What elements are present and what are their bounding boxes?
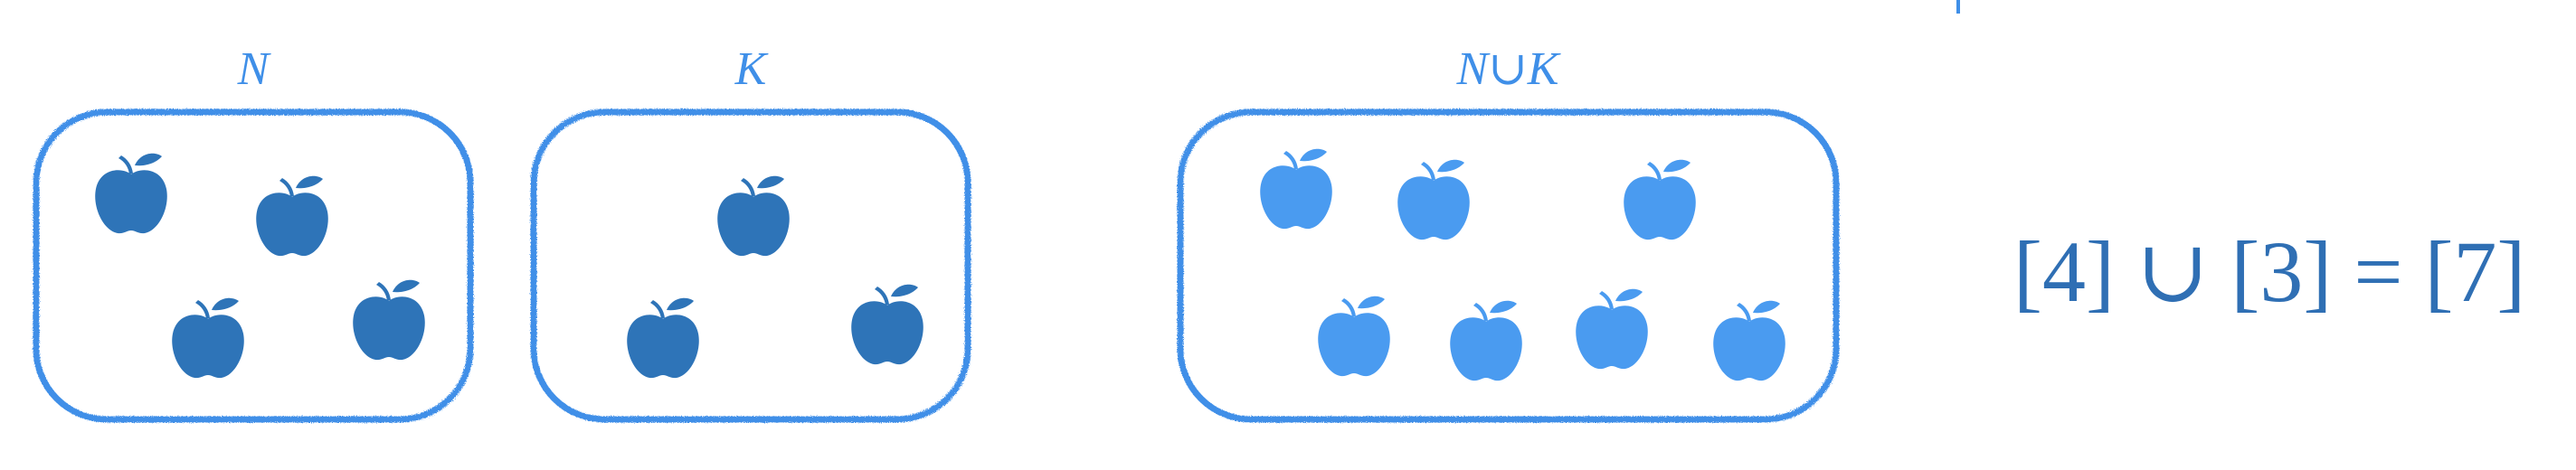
set-n-label: N bbox=[237, 43, 272, 95]
apple-icon bbox=[95, 153, 167, 234]
apple-icon bbox=[627, 297, 699, 379]
apple-icon bbox=[1450, 300, 1522, 381]
set-union-label: N∪K bbox=[1456, 43, 1561, 95]
apple-icon bbox=[1624, 159, 1696, 240]
set-k: K bbox=[530, 43, 971, 423]
set-k-label: K bbox=[734, 43, 769, 95]
set-n-apples bbox=[95, 153, 425, 379]
set-n: N bbox=[33, 43, 474, 423]
apple-icon bbox=[851, 284, 923, 365]
apple-icon bbox=[717, 175, 790, 257]
apple-icon bbox=[172, 297, 244, 379]
set-union-apples bbox=[1260, 148, 1785, 381]
set-union-outline bbox=[1177, 108, 1840, 423]
apple-icon bbox=[1576, 288, 1648, 370]
set-k-apples bbox=[627, 175, 923, 379]
apple-icon bbox=[353, 279, 425, 361]
apple-icon bbox=[1713, 300, 1785, 381]
set-n-outline bbox=[33, 108, 474, 423]
set-union: N∪K bbox=[1177, 43, 1840, 423]
apple-icon bbox=[1318, 296, 1390, 377]
apple-icon bbox=[1397, 159, 1470, 240]
apple-icon bbox=[1260, 148, 1332, 230]
set-k-outline bbox=[530, 108, 971, 423]
apple-icon bbox=[256, 175, 328, 257]
equation-text: [4] ∪ [3] = [7] bbox=[2013, 223, 2525, 320]
